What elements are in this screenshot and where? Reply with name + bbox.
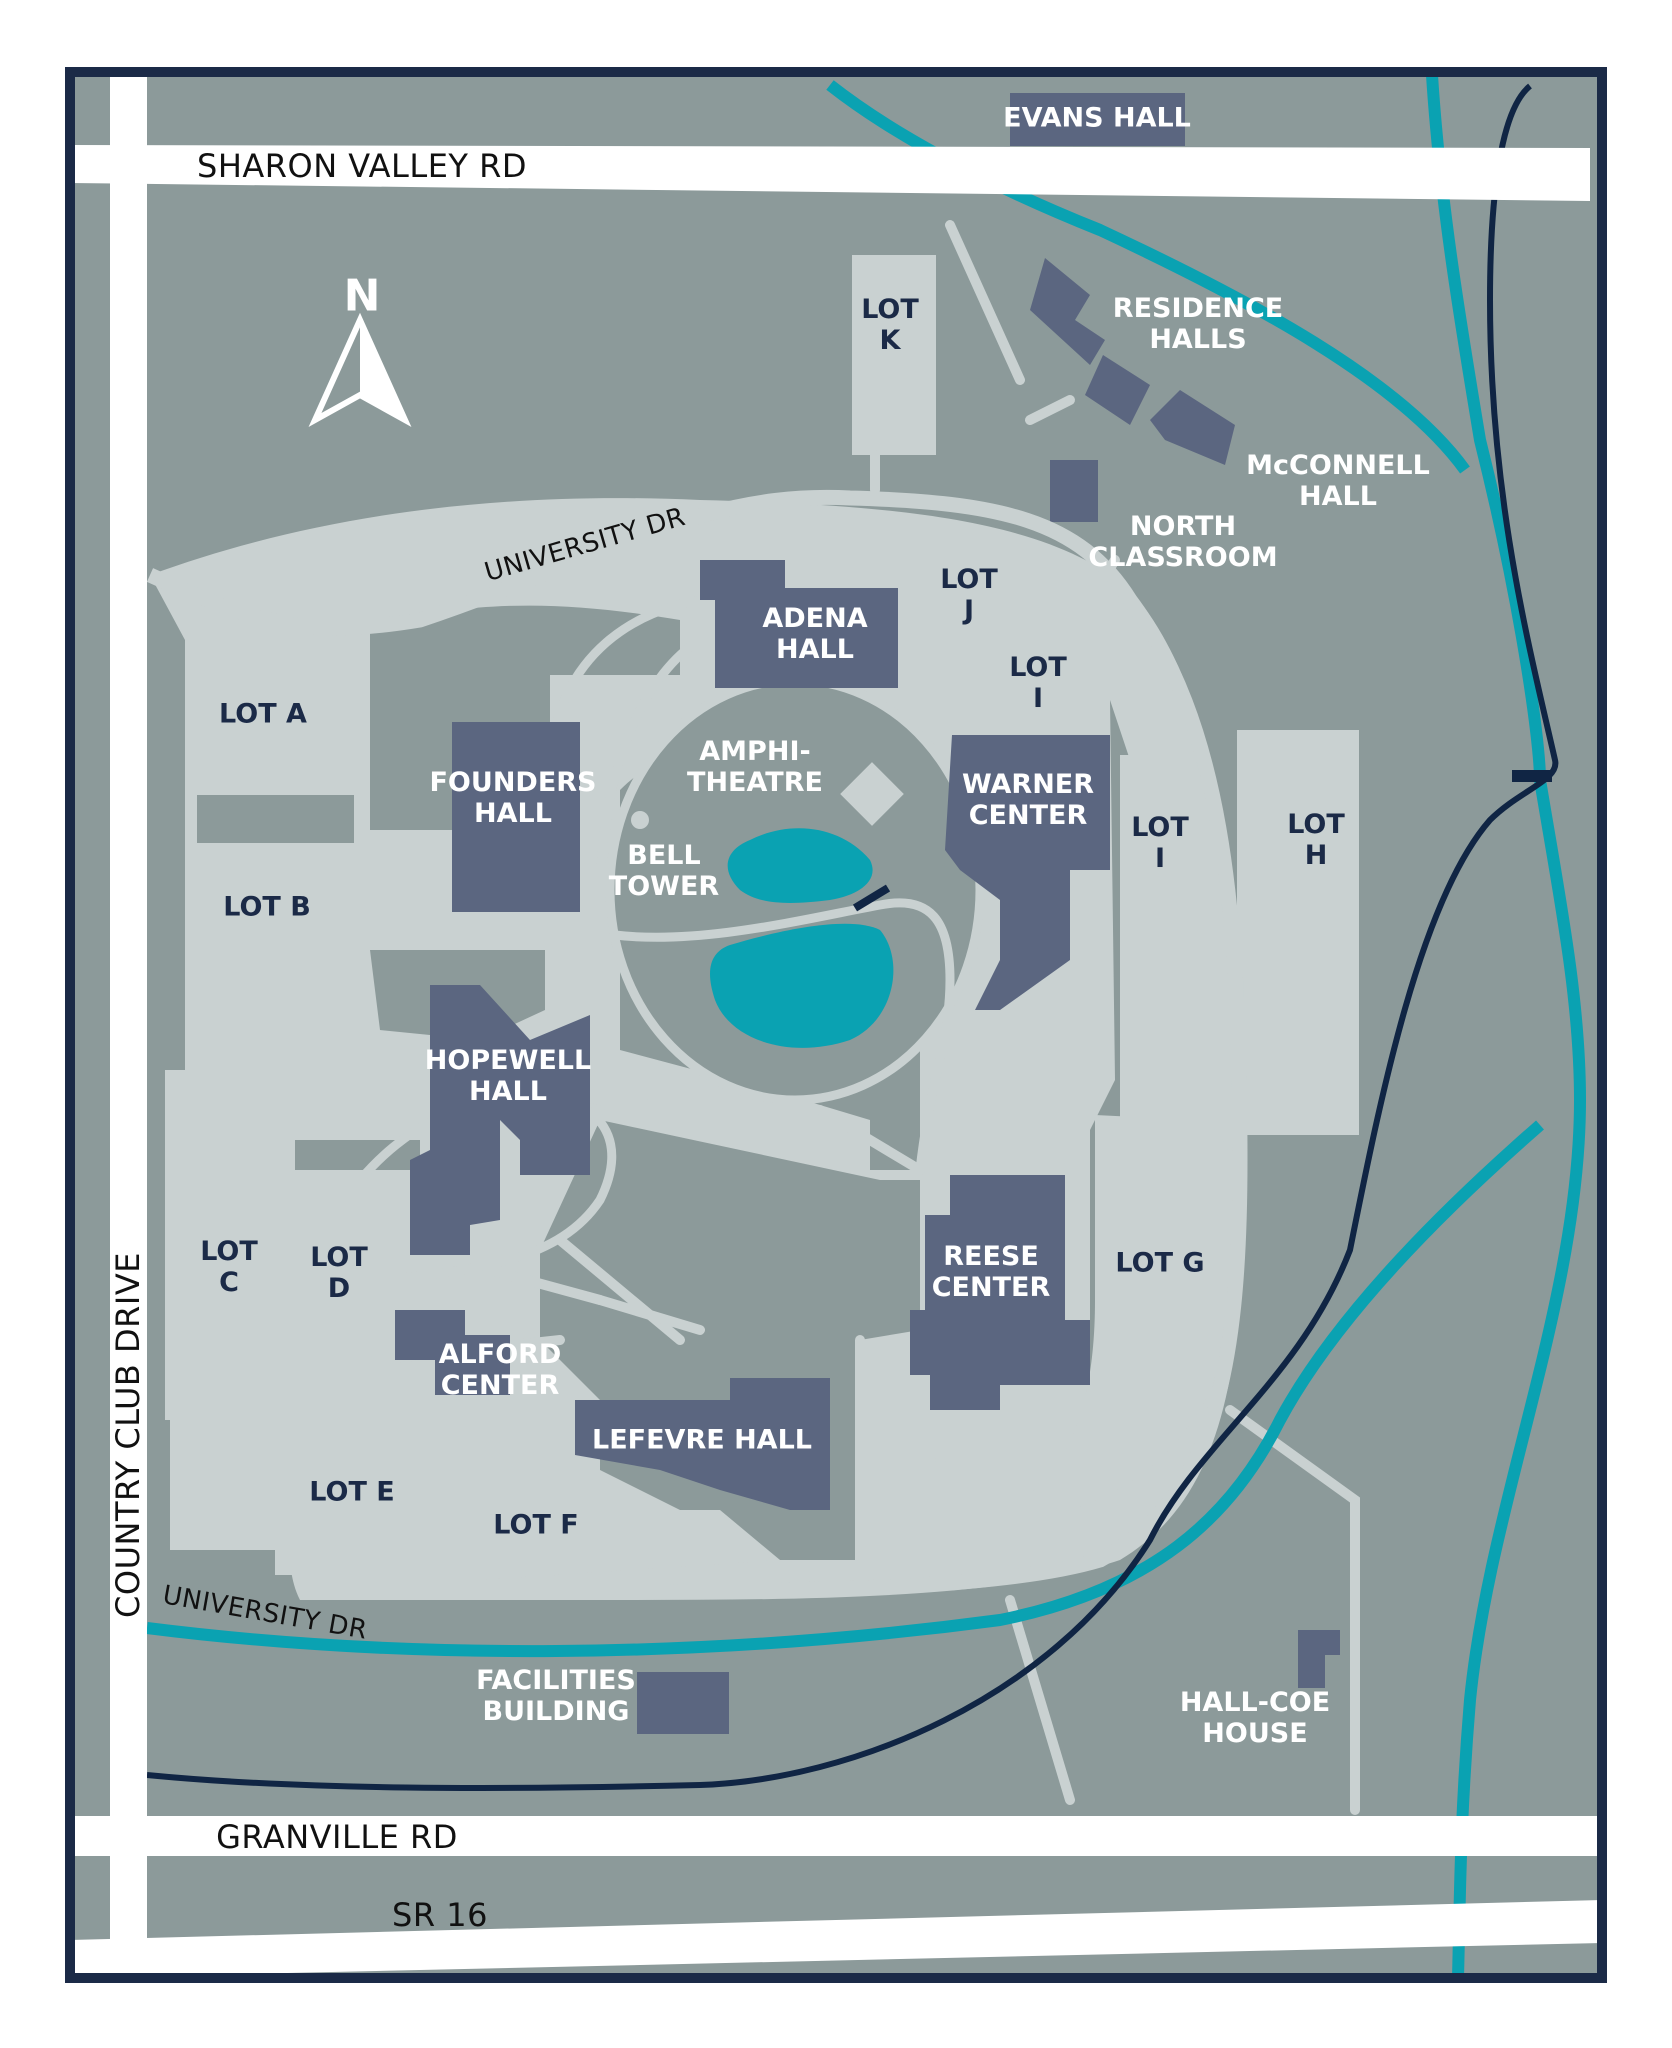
lot-f-area (480, 1470, 780, 1580)
lot-b-area (185, 843, 360, 1038)
lefevre-hall-label: LEFEVRE HALL (592, 1424, 812, 1456)
university-dr-south (146, 1120, 1544, 1658)
warner-center (945, 735, 1110, 1010)
granville-rd-label: GRANVILLE RD (216, 1818, 458, 1856)
lot-e-area (275, 1420, 430, 1575)
alford-center-label: ALFORD CENTER (438, 1338, 562, 1401)
reese-center-label: REESE CENTER (931, 1240, 1051, 1303)
amphitheatre-label: AMPHI- THEATRE (687, 735, 823, 798)
lot-e-label: LOT E (309, 1476, 395, 1508)
north-label: N (343, 270, 381, 322)
lot-g-area (1028, 1115, 1241, 1511)
hall-coe-house (1298, 1630, 1340, 1688)
north-classroom (1050, 460, 1098, 522)
hopewell-hall-label: HOPEWELL HALL (424, 1044, 592, 1107)
lot-g-label: LOT G (1115, 1247, 1205, 1279)
lot-h-area (1237, 730, 1359, 1135)
rail-line (146, 83, 1559, 1791)
pond-lower (710, 923, 894, 1048)
west-loop-path (545, 594, 705, 901)
mcconnell-hall-label: McCONNELL HALL (1246, 449, 1430, 512)
country-club-drive (110, 72, 147, 1978)
evans-hall-label: EVANS HALL (1003, 102, 1191, 134)
bell-tower-label: BELL TOWER (608, 839, 720, 902)
grass-strip-lot-ab (197, 795, 354, 843)
north-classroom-label: NORTH CLASSROOM (1088, 510, 1278, 573)
rail-bridge (1512, 770, 1552, 782)
bell-tower-path (614, 898, 955, 1171)
lot-k-label: LOT K (861, 293, 919, 356)
teal-road-north (826, 80, 1470, 474)
sr-16-label: SR 16 (392, 1896, 488, 1934)
north-arrow-icon (308, 312, 412, 428)
sr-16-road (70, 1900, 1602, 1978)
sharon-valley-rd-label: SHARON VALLEY RD (197, 147, 527, 185)
pond-bridge (852, 884, 891, 912)
residence-hall-3 (1150, 390, 1235, 465)
bell-tower-marker (631, 811, 649, 829)
lot-d-label: LOT D (310, 1241, 368, 1304)
alford-center (395, 1310, 510, 1395)
lot-h-label: LOT H (1287, 808, 1345, 871)
sharon-valley-road (70, 145, 1590, 201)
lot-a-label: LOT A (219, 698, 307, 730)
residence-hall-1 (1030, 258, 1105, 365)
river-east (1426, 74, 1587, 1979)
interior-grass-north (370, 605, 680, 830)
founders-hall (452, 722, 580, 912)
founders-hall-label: FOUNDERS HALL (429, 766, 597, 829)
warner-center-label: WARNER CENTER (961, 768, 1095, 831)
adena-hall (700, 560, 898, 688)
lot-i-lower-label: LOT I (1131, 811, 1189, 874)
evans-hall (1010, 93, 1185, 146)
adena-hall-label: ADENA HALL (762, 602, 868, 665)
residence-halls-label: RESIDENCE HALLS (1112, 292, 1284, 355)
facilities-building (637, 1672, 729, 1734)
amphitheatre-stage (835, 757, 909, 831)
lot-i-upper-label: LOT I (1009, 651, 1067, 714)
lot-k-area (852, 255, 936, 455)
hopewell-hall (410, 985, 590, 1255)
buildings (395, 93, 1340, 1734)
lot-j-label: LOT J (940, 563, 998, 626)
lefevre-hall (575, 1378, 830, 1510)
lot-b-label: LOT B (223, 891, 311, 923)
facilities-building-label: FACILITIES BUILDING (476, 1664, 636, 1727)
pond-upper (727, 828, 873, 903)
map-frame (65, 67, 1607, 1983)
lot-f-label: LOT F (493, 1509, 579, 1541)
lot-c-label: LOT C (200, 1235, 258, 1298)
country-club-drive-label: COUNTRY CLUB DRIVE (109, 1252, 147, 1618)
lot-d-area (308, 1175, 368, 1365)
university-dr-north (146, 489, 1248, 1600)
reese-center (910, 1175, 1090, 1410)
hall-coe-house-label: HALL-COE HOUSE (1179, 1686, 1331, 1749)
lot-a-area (185, 640, 360, 795)
lot-c-area (165, 1070, 295, 1420)
residence-hall-2 (1085, 355, 1150, 425)
granville-road (70, 1816, 1602, 1856)
